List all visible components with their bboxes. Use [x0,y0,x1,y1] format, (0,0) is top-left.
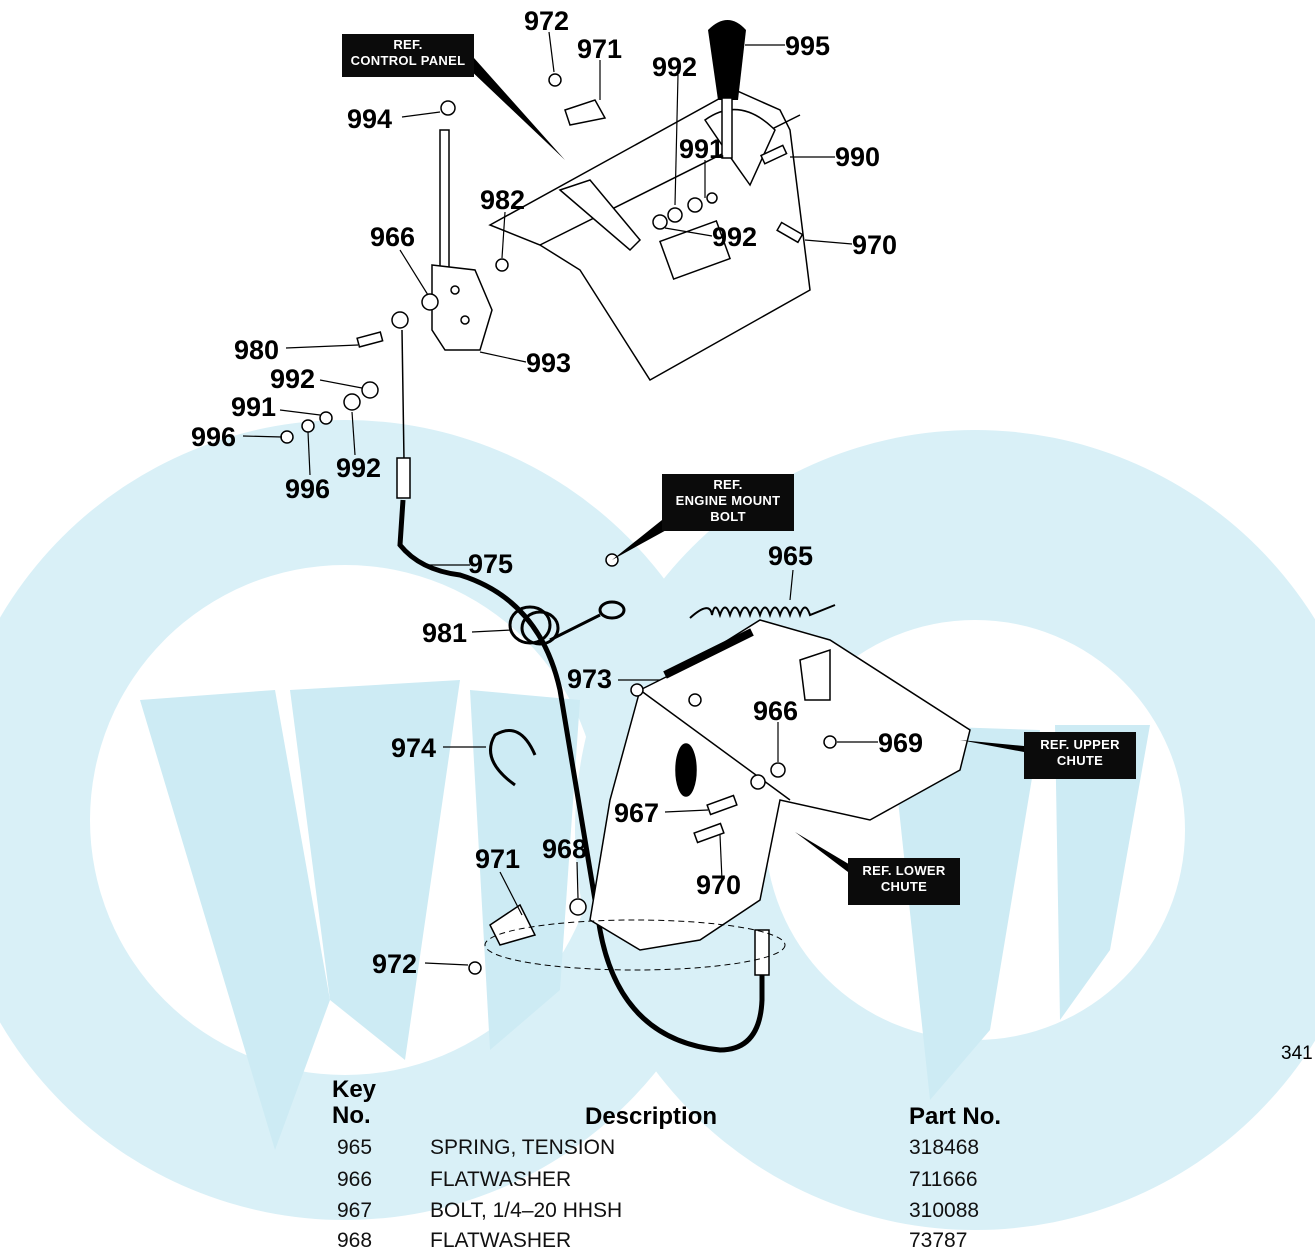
shift-rod-assembly [391,129,493,499]
tension-spring [689,604,836,619]
callout-991-left: 991 [231,392,276,422]
cell-part-no: 711666 [909,1168,978,1191]
ref-line: REF. [393,37,423,52]
cell-part-no: 310088 [909,1199,980,1222]
callout-995: 995 [785,31,830,61]
cell-description: SPRING, TENSION [430,1136,616,1159]
cell-description: FLATWASHER [430,1168,572,1191]
callout-971-top: 971 [577,34,622,64]
callout-994: 994 [347,104,392,134]
callout-971-low: 971 [475,844,520,874]
callout-993: 993 [526,348,571,378]
cell-description: FLATWASHER [430,1229,572,1252]
callout-992-left: 992 [270,364,315,394]
header-key-no: Key No. [332,1077,376,1129]
ref-line: REF. LOWER [862,863,946,878]
callout-982: 982 [480,185,525,215]
header-key-line: Key [332,1076,377,1103]
dashed-path [484,919,786,971]
ref-line: BOLT [710,509,746,524]
table-row: 965 SPRING, TENSION 318468 [330,1136,1050,1167]
callout-973: 973 [567,664,612,694]
snap-ring [489,729,537,787]
callout-981: 981 [422,618,467,648]
cable-end-fitting [754,929,770,976]
cable-clip [508,600,626,646]
shift-lever [708,20,746,159]
ref-engine-mount-bolt-label: REF. ENGINE MOUNT BOLT [662,474,794,531]
figure-id: 341 [1281,1043,1313,1064]
header-description: Description [585,1103,718,1130]
callout-980: 980 [234,335,279,365]
callout-974: 974 [391,733,436,763]
ref-lower-chute-label: REF. LOWER CHUTE [848,858,960,905]
ref-line: ENGINE MOUNT [675,493,781,508]
callout-967: 967 [614,798,659,828]
ref-upper-chute-label: REF. UPPER CHUTE [1024,732,1136,779]
callout-972-top: 972 [524,6,569,36]
callout-996-low: 996 [285,474,330,504]
callout-992-mid: 992 [712,222,757,252]
callout-991-top: 991 [679,134,724,164]
chute-deflector [589,619,971,951]
callouts: 972 971 995 992 994 991 990 982 992 970 … [191,6,923,979]
callout-966-top: 966 [370,222,415,252]
cell-key: 968 [337,1229,373,1252]
ref-pointers [466,58,1024,872]
callout-965: 965 [768,541,813,571]
callout-968: 968 [542,834,587,864]
ref-line: REF. UPPER [1040,737,1120,752]
header-key-line: No. [332,1102,371,1129]
shift-cable [397,499,765,1053]
cell-key: 967 [337,1199,373,1222]
callout-970-top: 970 [852,230,897,260]
ref-line: REF. [713,477,743,492]
lower-bracket [489,903,537,946]
ref-line: CONTROL PANEL [350,53,466,68]
leader-lines [242,31,878,966]
table-row: 968 FLATWASHER 73787 [330,1229,1050,1260]
cell-part-no: 73787 [909,1229,968,1252]
callout-992-top: 992 [652,52,697,82]
control-panel [488,89,811,382]
ref-line: CHUTE [1056,753,1104,768]
ref-line: CHUTE [880,879,928,894]
callout-990: 990 [835,142,880,172]
cell-key: 966 [337,1168,373,1191]
cell-key: 965 [337,1136,373,1159]
callout-972-low: 972 [372,949,417,979]
cell-description: BOLT, 1/4–20 HHSH [430,1199,623,1222]
cell-part-no: 318468 [909,1136,980,1159]
callout-992-low: 992 [336,453,381,483]
callout-969: 969 [878,728,923,758]
tension-rod [663,628,754,679]
ref-control-panel-label: REF. CONTROL PANEL [342,34,474,77]
hardware [280,73,837,975]
callout-966-low: 966 [753,696,798,726]
callout-996-left: 996 [191,422,236,452]
table-row: 967 BOLT, 1/4–20 HHSH 310088 [330,1199,1050,1230]
callout-975: 975 [468,549,513,579]
header-part-no: Part No. [909,1103,1002,1130]
table-row: 966 FLATWASHER 711666 [330,1168,1050,1199]
callout-970-low: 970 [696,870,741,900]
